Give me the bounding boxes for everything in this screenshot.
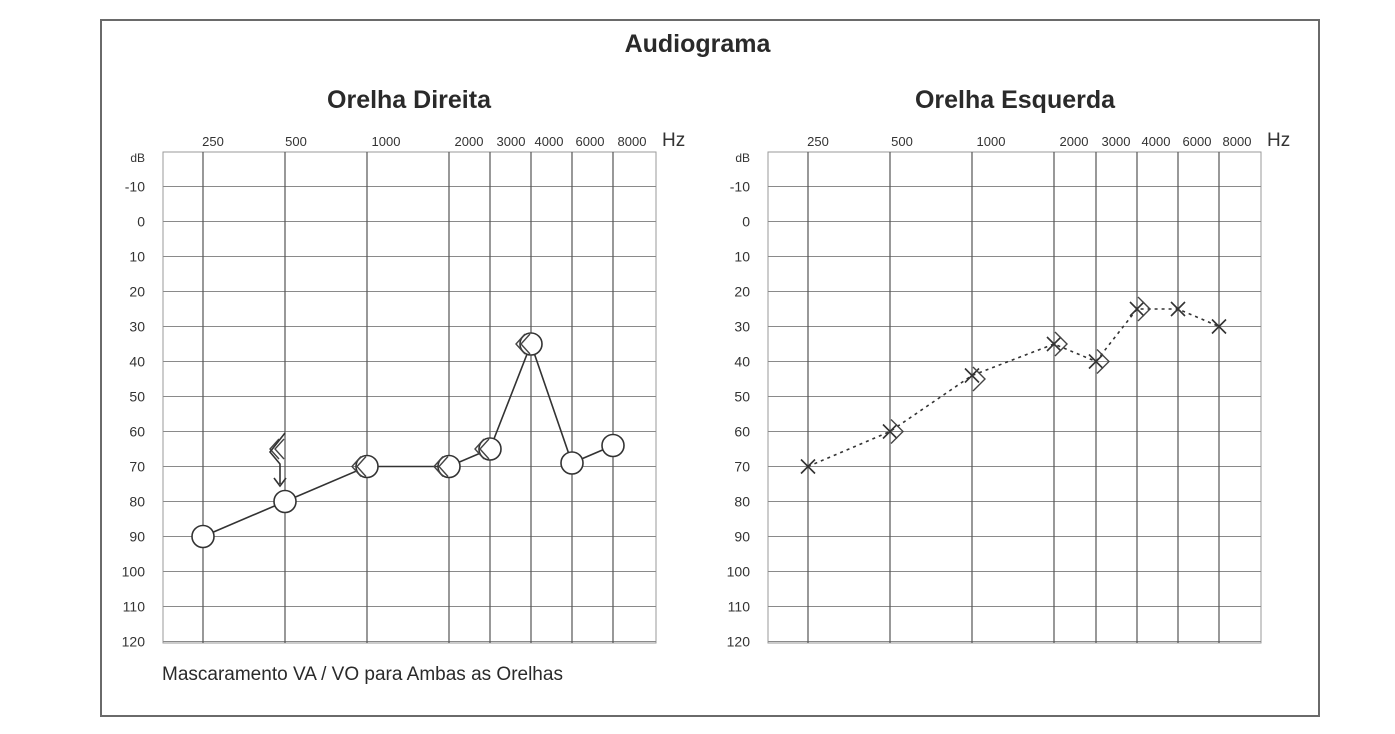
- data-point-bone-bracket: [1096, 349, 1110, 374]
- x-tick-label: 3000: [497, 134, 526, 149]
- no-response-arrow: [268, 432, 287, 488]
- x-tick-label: 4000: [1142, 134, 1171, 149]
- data-point-x: [800, 458, 816, 475]
- y-tick-label: 60: [734, 424, 750, 440]
- x-tick-label: 1000: [977, 134, 1006, 149]
- y-tick-label: 20: [129, 284, 145, 300]
- y-tick-label: 110: [728, 599, 751, 615]
- y-tick-label: 60: [129, 424, 145, 440]
- x-tick-label: 4000: [535, 134, 564, 149]
- data-point-bone-bracket: [1137, 296, 1151, 322]
- x-tick-label: 250: [807, 134, 829, 149]
- y-tick-label: 100: [122, 564, 146, 580]
- y-tick-label: 10: [734, 249, 750, 265]
- data-point-x: [1170, 301, 1186, 317]
- y-tick-label: 40: [734, 354, 750, 370]
- left-ear-title: Orelha Esquerda: [914, 86, 1116, 114]
- y-unit-label: dB: [130, 151, 145, 165]
- y-tick-label: 90: [129, 529, 145, 545]
- y-tick-label: -10: [125, 179, 145, 195]
- y-tick-label: 40: [129, 354, 145, 370]
- y-tick-label: 90: [734, 529, 750, 545]
- x-tick-label: 500: [891, 134, 913, 149]
- y-tick-label: 0: [742, 214, 750, 230]
- y-tick-label: 70: [129, 459, 145, 475]
- y-tick-label: 0: [137, 214, 145, 230]
- x-tick-label: 3000: [1102, 134, 1131, 149]
- data-point-x: [1211, 318, 1227, 335]
- x-tick-label: 8000: [1223, 134, 1252, 149]
- y-unit-label: dB: [735, 151, 750, 165]
- data-point-bone-bracket: [515, 333, 531, 355]
- x-tick-label: 2000: [1060, 134, 1089, 149]
- y-tick-label: 20: [734, 284, 750, 300]
- audiogram-title: Audiograma: [624, 30, 771, 58]
- series-line: [807, 308, 1220, 468]
- data-point-x: [1129, 301, 1145, 317]
- data-point-x: [1088, 353, 1104, 370]
- data-point-bone-bracket: [1054, 331, 1068, 357]
- y-tick-label: 80: [129, 494, 145, 510]
- data-point-bone-bracket: [972, 366, 986, 392]
- data-point-circle: [273, 489, 297, 514]
- x-tick-label: 500: [285, 134, 307, 149]
- y-tick-label: 120: [727, 634, 751, 650]
- data-point-bone-bracket: [474, 438, 490, 460]
- right-ear-title: Orelha Direita: [327, 86, 491, 114]
- data-point-x: [882, 423, 898, 440]
- audiogram-frame: [100, 19, 1320, 717]
- x-unit-label: Hz: [662, 130, 685, 151]
- x-tick-label: 1000: [372, 134, 401, 149]
- data-point-x: [1046, 336, 1062, 352]
- x-tick-label: 250: [202, 134, 224, 149]
- data-point-bone-bracket: [269, 438, 285, 460]
- left-ear-chart: -10 0 10 20 30 40 50 60 70 80 90 100 110 120 dB 250 500 1…: [727, 130, 1291, 650]
- y-tick-label: 50: [734, 389, 750, 405]
- y-tick-label: 30: [734, 319, 750, 335]
- y-tick-label: 100: [727, 564, 751, 580]
- x-tick-label: 8000: [618, 134, 647, 149]
- y-tick-label: -10: [730, 179, 750, 195]
- y-tick-label: 120: [122, 634, 146, 650]
- plot-border: [162, 151, 657, 644]
- x-tick-label: 6000: [1183, 134, 1212, 149]
- y-tick-label: 10: [129, 249, 145, 265]
- x-unit-label: Hz: [1267, 130, 1290, 151]
- x-tick-label: 2000: [455, 134, 484, 149]
- data-point-bone-bracket: [433, 456, 449, 477]
- y-tick-label: 70: [734, 459, 750, 475]
- series-line: [202, 341, 614, 538]
- plot-border: [767, 151, 1262, 644]
- y-tick-label: 50: [129, 389, 145, 405]
- data-point-circle: [191, 524, 215, 549]
- y-tick-label: 80: [734, 494, 750, 510]
- data-point-circle: [560, 451, 584, 475]
- masking-footnote: Mascaramento VA / VO para Ambas as Orelh…: [162, 664, 563, 685]
- y-tick-label: 110: [123, 599, 146, 615]
- y-tick-label: 30: [129, 319, 145, 335]
- right-ear-chart: -10 0 10 20 30 40 50 60 70 80 90 100 110 120 dB 250 500 1…: [122, 130, 686, 650]
- data-point-bone-bracket: [351, 456, 367, 477]
- data-point-bone-bracket: [890, 419, 904, 444]
- data-point-circle: [601, 433, 625, 458]
- x-tick-label: 6000: [576, 134, 605, 149]
